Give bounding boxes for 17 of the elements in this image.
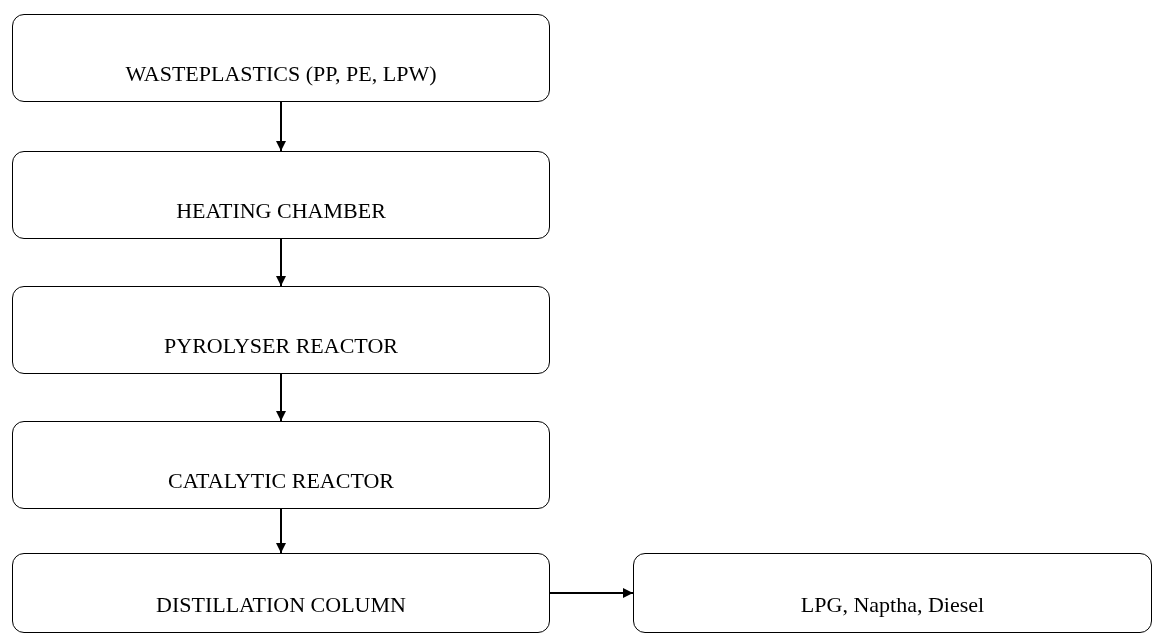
arrow [276,373,286,422]
process-box [12,421,550,509]
process-box [633,553,1152,633]
arrow [276,101,286,152]
process-box [12,151,550,239]
process-box [12,14,550,102]
box-label: WASTEPLASTICS (PP, PE, LPW) [125,61,437,87]
box-label: PYROLYSER REACTOR [164,333,398,359]
arrow [276,508,286,554]
box-label: CATALYTIC REACTOR [168,468,394,494]
arrow [276,238,286,287]
box-label: LPG, Naptha, Diesel [800,592,985,618]
box-label: DISTILLATION COLUMN [156,592,406,618]
process-box [12,286,550,374]
process-box [12,553,550,633]
arrow [549,588,634,598]
box-label: HEATING CHAMBER [176,198,386,224]
